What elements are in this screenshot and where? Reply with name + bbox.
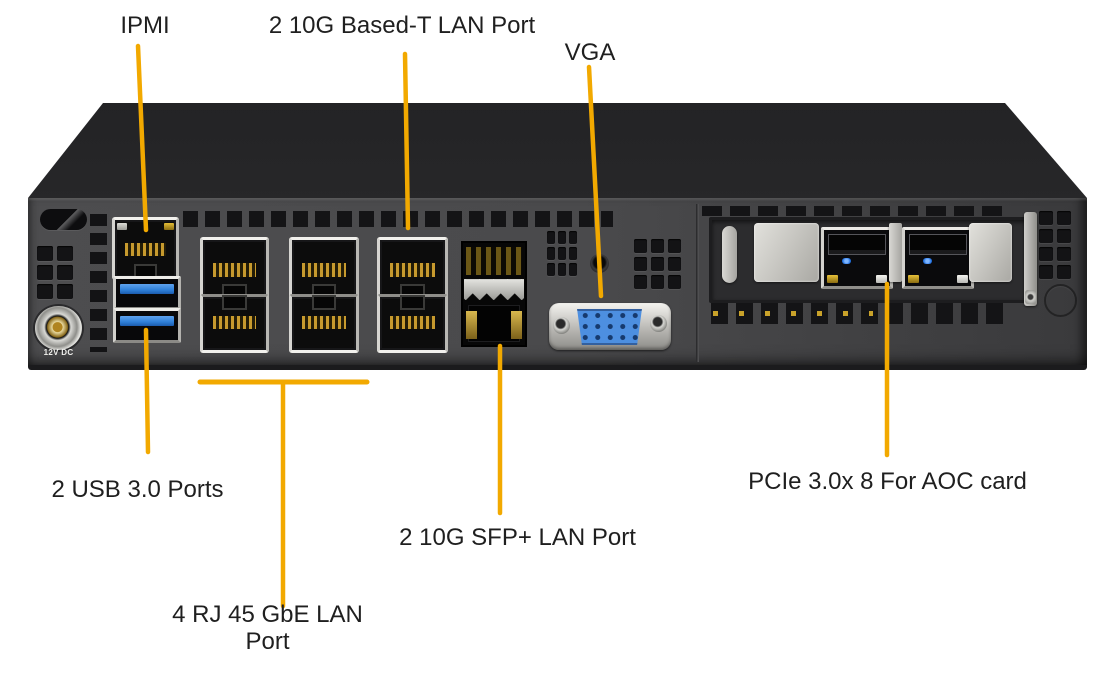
knockout-circle bbox=[1044, 284, 1077, 317]
top-vent-strip-right bbox=[702, 206, 1010, 216]
vent-hole bbox=[1039, 247, 1053, 261]
port-divider bbox=[889, 223, 902, 282]
dc-power-jack bbox=[35, 306, 82, 350]
vent-hole bbox=[569, 263, 577, 276]
vent-hole bbox=[57, 284, 73, 299]
screw-hole bbox=[590, 254, 609, 273]
sfp-gold-pad bbox=[511, 310, 522, 339]
bracket-screw bbox=[1025, 290, 1036, 304]
panel-seam bbox=[696, 204, 699, 362]
vent-hole bbox=[57, 265, 73, 280]
bracket-tab bbox=[722, 226, 737, 283]
baset-rj45-port-top3 bbox=[377, 237, 448, 301]
mid-vent-grid bbox=[634, 239, 681, 289]
label-vga: VGA bbox=[564, 39, 616, 66]
vent-hole bbox=[558, 263, 566, 276]
vent-hole bbox=[37, 265, 53, 280]
vent-hole bbox=[1057, 247, 1071, 261]
label-usb: 2 USB 3.0 Ports bbox=[51, 476, 224, 503]
vga-dsub-connector bbox=[577, 309, 642, 345]
activity-led bbox=[956, 274, 968, 283]
ipmi-led-right bbox=[163, 222, 174, 230]
vent-hole bbox=[57, 246, 73, 261]
vga-screw-left bbox=[553, 317, 570, 334]
vent-hole bbox=[634, 275, 647, 289]
left-vent-grid bbox=[37, 246, 73, 299]
vent-hole bbox=[634, 257, 647, 271]
top-vent-strip bbox=[183, 211, 613, 227]
sfp-emi-shield bbox=[466, 247, 522, 275]
power-jack-label: 12V DC bbox=[43, 348, 74, 357]
emi-blank-plate-right bbox=[969, 223, 1012, 282]
vent-hole bbox=[651, 239, 664, 253]
ipmi-led-left bbox=[117, 222, 128, 230]
link-led-blue bbox=[842, 258, 852, 264]
vent-hole bbox=[1057, 265, 1071, 279]
bracket-latch bbox=[1024, 212, 1037, 306]
link-led-blue bbox=[923, 258, 933, 264]
vent-hole bbox=[37, 246, 53, 261]
usb3-port-2 bbox=[113, 308, 181, 343]
port-opening bbox=[908, 234, 968, 255]
ipmi-rj45-port bbox=[112, 217, 179, 280]
vent-hole bbox=[558, 231, 566, 244]
vent-hole bbox=[668, 239, 681, 253]
vent-hole bbox=[558, 247, 566, 260]
vent-hole bbox=[569, 247, 577, 260]
speed-led-amber bbox=[908, 274, 920, 283]
gbe-rj45-port-3 bbox=[377, 294, 448, 353]
vent-hole bbox=[634, 239, 647, 253]
vent-hole bbox=[569, 231, 577, 244]
vent-hole bbox=[1039, 265, 1053, 279]
vent-hole bbox=[547, 263, 555, 276]
mounting-slot bbox=[40, 209, 87, 230]
10g-baset-rj45-port-1 bbox=[200, 237, 269, 301]
lower-vent-row bbox=[711, 303, 1004, 324]
vent-hole bbox=[1039, 229, 1053, 243]
label-ipmi: IPMI bbox=[120, 12, 170, 39]
vent-hole bbox=[1057, 211, 1071, 225]
speed-led-amber bbox=[827, 274, 839, 283]
aoc-rj45-port-2 bbox=[902, 227, 974, 289]
vent-hole bbox=[651, 257, 664, 271]
vent-hole bbox=[651, 275, 664, 289]
gbe-rj45-port-2 bbox=[289, 294, 359, 353]
vent-hole bbox=[1039, 211, 1053, 225]
sfp-plus-cage bbox=[459, 239, 529, 349]
vga-screw-right bbox=[650, 315, 667, 332]
activity-led bbox=[875, 274, 887, 283]
sfp-gold-pad bbox=[466, 310, 477, 339]
vent-hole bbox=[668, 257, 681, 271]
vent-hole bbox=[1057, 229, 1071, 243]
label-10g-baset: 2 10G Based-T LAN Port bbox=[268, 12, 536, 39]
aoc-rj45-port-1 bbox=[821, 227, 893, 289]
usb3-port-1 bbox=[113, 276, 181, 310]
vent-hole bbox=[668, 275, 681, 289]
right-vent-grid bbox=[1039, 211, 1071, 279]
sfp-spring-fingers bbox=[464, 279, 524, 301]
gbe-rj45-port-1 bbox=[200, 294, 269, 353]
label-sfp: 2 10G SFP+ LAN Port bbox=[399, 524, 636, 551]
vent-hole bbox=[547, 231, 555, 244]
label-rj45-gbe: 4 RJ 45 GbE LAN Port bbox=[172, 601, 363, 655]
vent-hole bbox=[37, 284, 53, 299]
mid-slot-grid bbox=[547, 231, 577, 276]
emi-blank-plate-left bbox=[754, 223, 819, 282]
vent-hole bbox=[547, 247, 555, 260]
port-opening bbox=[827, 234, 887, 255]
label-pcie-aoc: PCIe 3.0x 8 For AOC card bbox=[748, 468, 1027, 495]
10g-baset-rj45-port-2 bbox=[289, 237, 359, 301]
vga-port bbox=[549, 303, 671, 350]
emi-gasket-gold bbox=[713, 311, 873, 316]
left-vent-column bbox=[90, 214, 107, 352]
